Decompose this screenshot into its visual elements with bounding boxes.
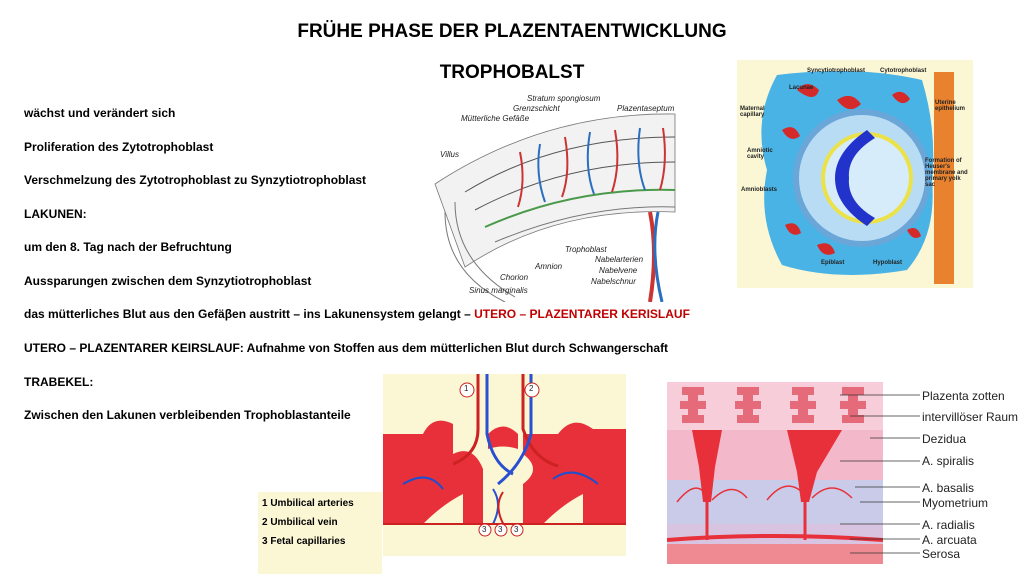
label-amnioblasts: Amnioblasts (741, 187, 778, 193)
page-title: FRÜHE PHASE DER PLAZENTAENTWICKLUNG (297, 21, 727, 42)
label-grenzschicht: Grenzschicht (513, 104, 560, 113)
label-cytotrophoblast: Cytotrophoblast (880, 68, 927, 74)
page-subtitle: TROPHOBALST (439, 62, 585, 83)
label-basalis: A. basalis (922, 481, 975, 495)
legend-item: 2 Umbilical vein (262, 517, 338, 528)
legend-item: 3 Fetal capillaries (262, 536, 346, 547)
label-chorion: Chorion (500, 273, 529, 282)
text-line: UTERO – PLAZENTARER KEIRSLAUF: Aufnahme … (24, 341, 669, 355)
label-septum: Plazentaseptum (617, 104, 675, 113)
label-nabelvene: Nabelvene (599, 266, 638, 275)
text-line: wächst und verändert sich (24, 106, 176, 120)
text-line: Verschmelzung des Zytotrophoblast zu Syn… (24, 173, 367, 187)
label-nabelarterien: Nabelarterien (595, 255, 644, 264)
highlight-text: UTERO – PLAZENTARER KERISLAUF (474, 307, 690, 321)
label-serosa: Serosa (922, 547, 961, 561)
text-line: um den 8. Tag nach der Befruchtung (24, 240, 232, 254)
text-line: Aussparungen zwischen dem Synzytiotropho… (24, 274, 312, 288)
legend-box: 1 Umbilical arteries 2 Umbilical vein 3 … (258, 492, 382, 574)
text-line: LAKUNEN: (24, 207, 87, 221)
label-arcuata: A. arcuata (922, 533, 977, 547)
marker-3: 3 (514, 525, 519, 534)
label-dezidua: Dezidua (922, 432, 967, 446)
leader-lines (840, 394, 920, 554)
label-epiblast: Epiblast (821, 260, 845, 266)
label-syncytiotrophoblast: Syncytiotrophoblast (807, 68, 866, 74)
label-nabelschnur: Nabelschnur (591, 277, 636, 286)
label-lacunae: Lacunae (789, 85, 814, 91)
text-line: TRABEKEL: (24, 375, 94, 389)
label-sinus: Sinus marginalis (469, 286, 528, 295)
legend-item: 1 Umbilical arteries (262, 498, 354, 509)
blastocyst-figure: Syncytiotrophoblast Cytotrophoblast Lacu… (737, 60, 973, 288)
villi-figure: 1 2 3 3 3 (383, 374, 626, 556)
label-maternal: Maternal capillary (740, 106, 765, 118)
label-spiralis: A. spiralis (922, 454, 975, 468)
label-zotten: Plazenta zotten (922, 389, 1005, 403)
label-trophoblast: Trophoblast (565, 245, 607, 254)
marker-3: 3 (482, 525, 487, 534)
label-uterine: Uterine epithelium (935, 100, 966, 112)
label-hypoblast: Hypoblast (873, 260, 903, 266)
label-raum: intervillöser Raum (922, 410, 1019, 424)
text-line: Proliferation des Zytotrophoblast (24, 140, 214, 154)
placenta-section-figure: Stratum spongiosum Grenzschicht Plazenta… (425, 92, 683, 302)
label-formation: Formation of Heuser's membrane and prima… (925, 158, 968, 188)
text-line: Zwischen den Lakunen verbleibenden Troph… (24, 408, 351, 422)
label-myometrium: Myometrium (922, 496, 989, 510)
label-radialis: A. radialis (922, 518, 975, 532)
text-line: das mütterliches Blut aus den Gefäβen au… (24, 307, 690, 321)
marker-1: 1 (464, 384, 469, 393)
uterine-wall-figure (667, 382, 883, 564)
marker-2: 2 (529, 384, 534, 393)
label-amnion: Amnion (535, 262, 563, 271)
label-amniotic: Amniotic cavity (747, 148, 773, 160)
marker-3: 3 (498, 525, 503, 534)
label-stratum: Stratum spongiosum (527, 94, 601, 103)
label-gefaesse: Mütterliche Gefäße (461, 114, 530, 123)
text-line-main: das mütterliches Blut aus den Gefäβen au… (24, 307, 471, 321)
label-villus: Villus (440, 150, 459, 159)
